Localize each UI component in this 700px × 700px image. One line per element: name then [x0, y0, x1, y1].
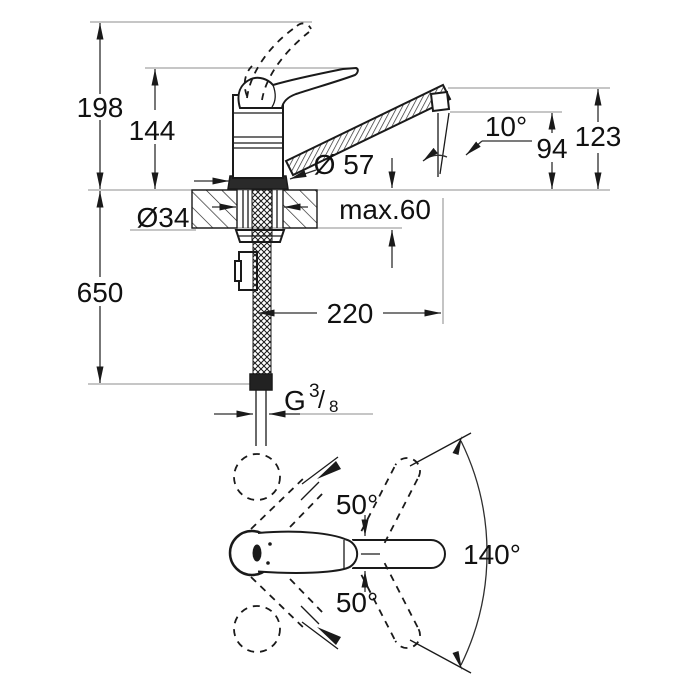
- dim-outlet-angle-label: 10°: [485, 111, 527, 142]
- counter-section-right: [282, 189, 318, 229]
- dim-height-to-handle: 144: [129, 69, 176, 189]
- top-view: 50° 50° 140°: [228, 432, 521, 674]
- dim-hole-diameter: Ø34: [137, 202, 308, 233]
- spout-aerator: [429, 90, 451, 113]
- hose-end-fitting: [249, 373, 273, 391]
- dim-outlet-height-label: 94: [536, 133, 567, 164]
- dim-thread-label: G 3 / 8: [284, 381, 338, 416]
- faucet-handle: [237, 66, 359, 109]
- outlet-angle-lines: [422, 112, 450, 177]
- handle-lever-top-view: [257, 530, 359, 574]
- dim-thread: G 3 / 8: [214, 381, 373, 418]
- handle-lever-fill: [258, 530, 361, 574]
- side-view: [191, 22, 452, 446]
- handle-swing-arrow-upper: [317, 461, 341, 479]
- arc-arrow-bottom: [452, 651, 462, 670]
- mounting-shank: [234, 189, 286, 446]
- dim-spout-projection: 220: [258, 298, 441, 329]
- handle-dot-lower: [266, 561, 270, 565]
- dim-hose-length: 650: [77, 191, 124, 383]
- arc-arrow-top: [452, 436, 462, 455]
- handle-swing-arrow-lower: [317, 627, 341, 645]
- handle-dot-upper: [268, 542, 272, 546]
- handle-crease: [271, 84, 276, 108]
- spout-swivel-arc: [452, 436, 488, 670]
- faucet-handle-raised-dashed: [243, 22, 312, 101]
- counter-section-left: [191, 189, 238, 229]
- dim-handle-swing-upper-label: 50°: [336, 489, 378, 520]
- dim-outlet-height: 94: [536, 113, 568, 189]
- dim-height-total-label: 198: [77, 92, 124, 123]
- dim-spout-projection-label: 220: [327, 298, 374, 329]
- handle-swivel-dashed-lower: [233, 576, 341, 653]
- dim-counter-thickness: max.60: [339, 158, 431, 268]
- dim-spout-height-label: 123: [575, 121, 622, 152]
- side-view-dimensions: 198 144 650 Ø34 Ø 57 max.: [77, 23, 622, 418]
- supply-hose: [252, 241, 272, 375]
- dim-hose-length-label: 650: [77, 277, 124, 308]
- dim-spout-swivel-label: 140°: [463, 539, 521, 570]
- handle-swivel-dashed-upper: [233, 453, 341, 530]
- dim-outlet-angle: 10°: [465, 111, 532, 156]
- dim-counter-thickness-label: max.60: [339, 194, 431, 225]
- spout-top-view: [352, 539, 446, 569]
- dim-hole-diameter-label: Ø34: [137, 202, 190, 233]
- handle-logo-mark: [252, 544, 262, 562]
- dim-base-diameter: Ø 57: [194, 149, 375, 185]
- valve-fitting-tab: [234, 260, 242, 282]
- dim-height-total: 198: [77, 23, 124, 189]
- dim-height-to-handle-label: 144: [129, 115, 176, 146]
- dim-base-diameter-label: Ø 57: [314, 149, 375, 180]
- dim-spout-height: 123: [575, 89, 622, 189]
- dim-handle-swing-lower-label: 50°: [336, 587, 378, 618]
- supply-hose-upper: [251, 189, 273, 243]
